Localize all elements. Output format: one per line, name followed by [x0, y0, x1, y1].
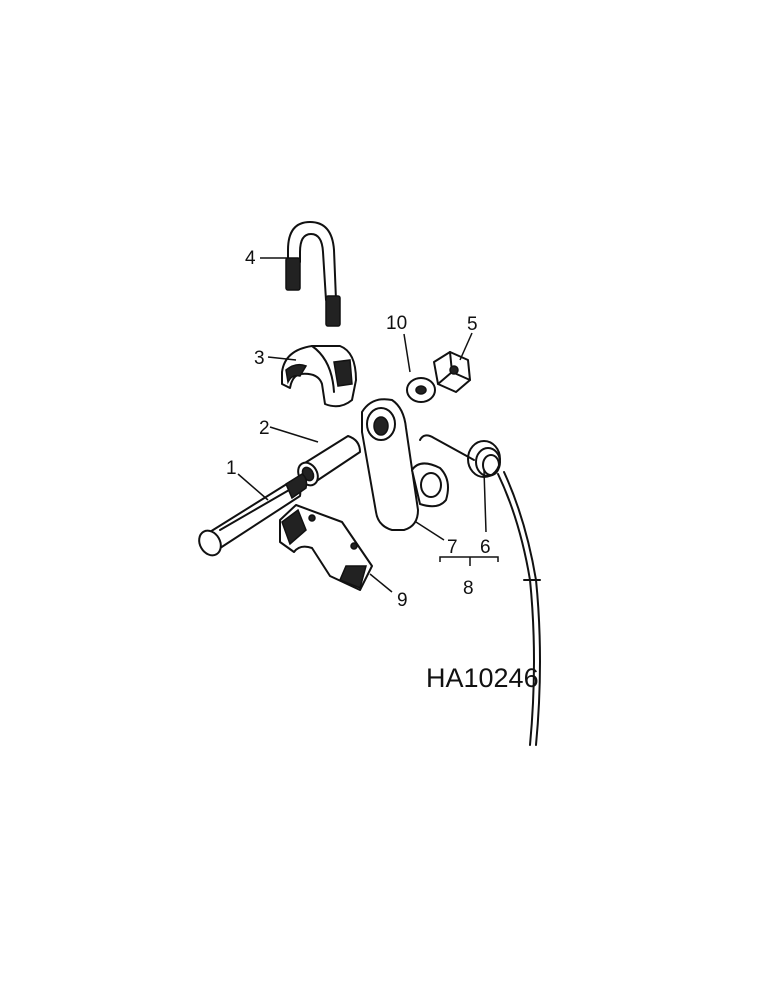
- callout-4: 4: [245, 248, 256, 269]
- drawing-number: HA10246: [426, 663, 539, 693]
- callout-8: 8: [463, 578, 474, 599]
- washer-part: [406, 377, 436, 403]
- callout-7: 7: [447, 537, 458, 558]
- upper-clamp-part: [281, 345, 357, 408]
- pin-part: [198, 473, 308, 557]
- arm-part: [361, 398, 449, 531]
- u-bolt-part: [285, 221, 341, 327]
- hex-nut-part: [433, 351, 471, 393]
- callout-1: 1: [226, 458, 237, 479]
- callout-9: 9: [397, 590, 408, 611]
- lower-clamp-part: [279, 504, 373, 591]
- leader-lines: [237, 257, 499, 593]
- callout-5: 5: [467, 314, 478, 335]
- spring-part: [419, 434, 541, 746]
- callout-6: 6: [480, 537, 491, 558]
- callout-10: 10: [386, 313, 407, 334]
- callout-2: 2: [259, 418, 270, 439]
- callout-3: 3: [254, 348, 265, 369]
